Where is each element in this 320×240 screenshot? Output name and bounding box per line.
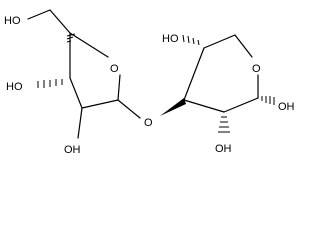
stereo-hash-pc1-oh <box>261 96 275 105</box>
atom-label-furan-c3-oh: HO <box>6 81 23 93</box>
stereo-hash-pc2-oh <box>218 116 230 133</box>
atom-label-pyran-c2-oh: OH <box>215 143 232 155</box>
bond-c2-c1 <box>81 99 119 109</box>
stereo-wedge-c4-o <box>160 98 186 116</box>
bond-ring-o-c1 <box>117 74 121 101</box>
atom-label-ch2oh: HO <box>4 15 21 27</box>
atom-label-glycosidic-o: O <box>144 117 153 129</box>
bond-pc5-pc4 <box>183 47 205 101</box>
atom-label-furan-c2-oh: OH <box>64 144 81 156</box>
bond-c3-c2 <box>69 77 83 109</box>
bond-c4-ring-o <box>69 32 109 58</box>
atom-label-pyran-c1-oh: OH <box>278 101 295 113</box>
stereo-hash-c3-oh <box>37 79 63 88</box>
bond-pc5-ch2 <box>203 34 236 49</box>
bond-c1-o-glycosidic <box>117 99 141 119</box>
stereo-hash-pc5-oh <box>182 34 200 46</box>
bond-c5-c4 <box>49 9 71 34</box>
atom-label-pyran-top-oh: HO <box>162 33 179 45</box>
atom-label-pyran-ring-o: O <box>252 63 261 75</box>
bond-pc2-pc4 <box>183 99 225 113</box>
bond-pc1-pc2 <box>223 97 259 113</box>
structure-diagram: HO O HO OH O HO O OH OH <box>4 9 295 156</box>
bond-ch2oh-o-c <box>27 9 51 20</box>
bond-ch2-ring-o <box>234 34 253 58</box>
atom-label-furan-ring-o: O <box>110 63 119 75</box>
bond-c2-oh <box>77 107 83 139</box>
